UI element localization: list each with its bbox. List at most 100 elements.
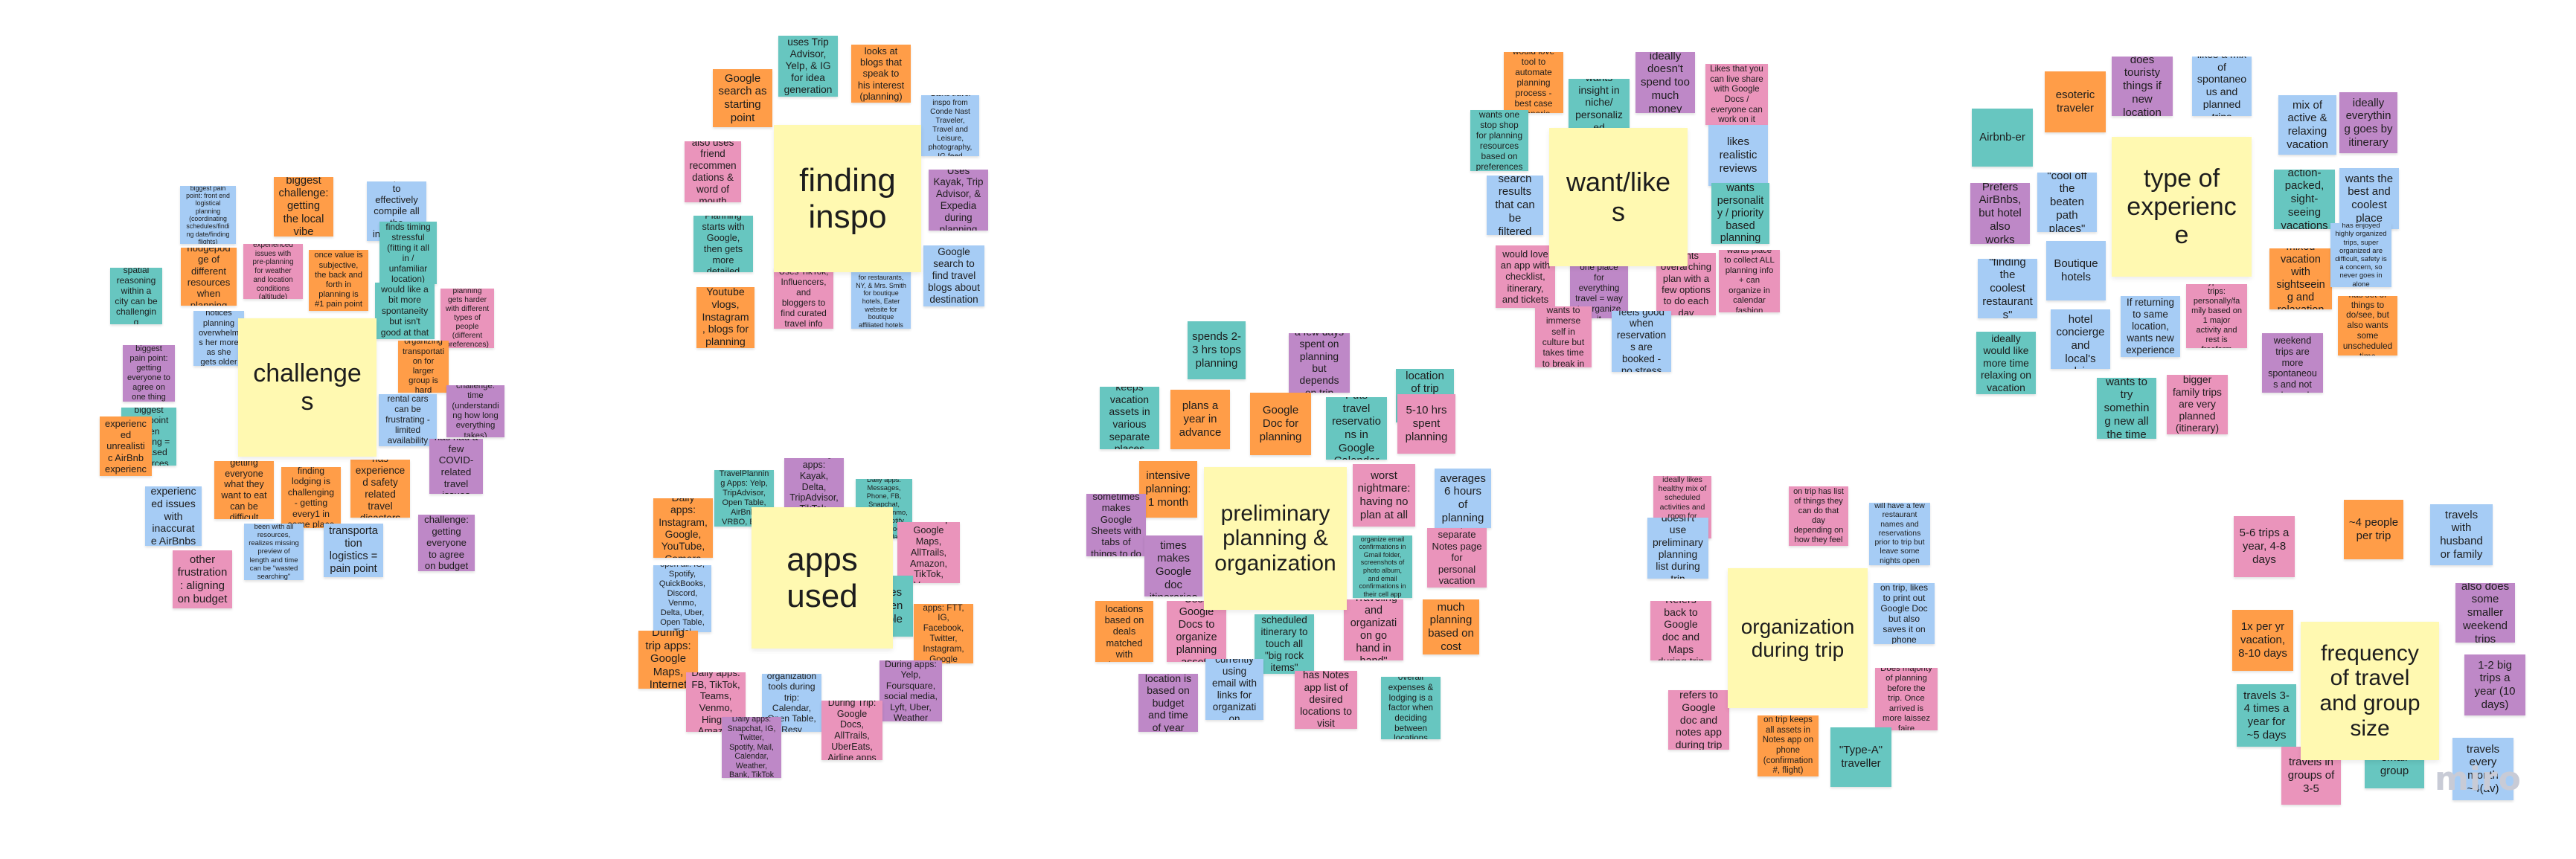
sticky-note[interactable]: notices planning overwhelms her more as … bbox=[193, 311, 244, 366]
sticky-note[interactable]: Planning starts with Google, then gets m… bbox=[693, 216, 753, 272]
sticky-note[interactable]: experienced issues with inaccurate AirBn… bbox=[145, 486, 202, 546]
sticky-note[interactable]: travels every month ~4(av) bbox=[2452, 738, 2513, 800]
sticky-note[interactable]: worst nightmare: having no plan at all bbox=[1353, 464, 1415, 527]
sticky-note[interactable]: Youtube vlogs, Instagram, blogs for plan… bbox=[696, 287, 754, 348]
sticky-note[interactable]: has set of things to do/see, but also wa… bbox=[2338, 296, 2397, 355]
sticky-note[interactable]: also uses friend recommendations & word … bbox=[685, 141, 741, 202]
sticky-note[interactable]: ~4 people per trip bbox=[2344, 500, 2403, 559]
sticky-note[interactable]: Boutique hotels bbox=[2046, 241, 2106, 300]
sticky-note[interactable]: travels with husband or family bbox=[2430, 504, 2493, 565]
sticky-note[interactable]: 5-6 trips a year, 4-8 days bbox=[2234, 516, 2295, 577]
sticky-note[interactable]: If returning to same location, wants new… bbox=[2121, 296, 2180, 357]
sticky-note[interactable]: rental cars can be frustrating - limited… bbox=[379, 394, 437, 446]
sticky-note[interactable]: uses sites like for restaurants, NY, & M… bbox=[851, 266, 911, 329]
sticky-note[interactable]: organize email confirmations in Gmail fo… bbox=[1353, 535, 1412, 598]
sticky-note[interactable]: likes a mix of spontaneous and planned t… bbox=[2192, 57, 2252, 116]
sticky-note[interactable]: Gains travel inspo from Conde Nast Trave… bbox=[921, 95, 979, 156]
sticky-note[interactable]: bigger family trips are very planned (it… bbox=[2167, 375, 2228, 434]
sticky-note[interactable]: has experienced safety related travel di… bbox=[350, 460, 410, 518]
sticky-note[interactable]: overall expenses & lodging is a factor w… bbox=[1381, 677, 1441, 739]
sticky-note[interactable]: finding lodging is challenging - getting… bbox=[281, 467, 341, 528]
sticky-note[interactable]: wants to immerse self in culture but tak… bbox=[1535, 306, 1592, 367]
sticky-note[interactable]: would love tool to automate planning pro… bbox=[1504, 52, 1563, 113]
sticky-note[interactable]: a few days spent on planning but depends… bbox=[1289, 333, 1350, 393]
sticky-note[interactable]: plans a year in advance bbox=[1170, 390, 1230, 449]
sticky-note[interactable]: location is based on budget and time of … bbox=[1138, 674, 1198, 732]
sticky-note[interactable]: Uses Google Docs to organize planning as… bbox=[1167, 601, 1226, 662]
cluster-header-inspo[interactable]: finding inspo bbox=[774, 125, 921, 272]
sticky-note[interactable]: "Type-A" traveller bbox=[1830, 727, 1891, 787]
sticky-note[interactable]: on trip, likes to print out Google Doc b… bbox=[1874, 583, 1935, 644]
sticky-note[interactable]: been with all resources, realizes missin… bbox=[244, 524, 304, 580]
sticky-note[interactable]: Planning apps: Kayak, Delta, TripAdvisor… bbox=[784, 458, 844, 516]
sticky-note[interactable]: wants personality / priority based plann… bbox=[1711, 183, 1769, 244]
sticky-note[interactable]: Airbnb-er bbox=[1972, 109, 2033, 167]
sticky-note[interactable]: refers to Google doc and notes app durin… bbox=[1668, 690, 1729, 750]
sticky-note[interactable]: will have a few restaurant names and res… bbox=[1869, 503, 1930, 565]
sticky-note[interactable]: "cool off the beaten path places" bbox=[2037, 173, 2097, 232]
sticky-note[interactable]: once value is subjective, the back and f… bbox=[309, 250, 368, 311]
cluster-header-planning[interactable]: preliminary planning & organization bbox=[1204, 467, 1347, 610]
sticky-note[interactable]: biggest challenge: getting the local vib… bbox=[274, 177, 333, 237]
sticky-note[interactable]: getting everyone what they want to eat c… bbox=[214, 461, 274, 519]
sticky-note[interactable]: wants place to collect ALL planning info… bbox=[1719, 250, 1780, 312]
sticky-note[interactable]: travels 3-4 times a year for ~5 days bbox=[2237, 684, 2296, 747]
sticky-note[interactable]: 1-2 big trips a year (10 days) bbox=[2464, 654, 2525, 715]
sticky-note[interactable]: other frustration: aligning on budget bbox=[173, 550, 232, 608]
sticky-note[interactable]: Does majority of planning before the tri… bbox=[1875, 668, 1938, 730]
sticky-note[interactable]: finds timing stressful (fitting it all i… bbox=[379, 222, 437, 284]
sticky-note[interactable]: Daily apps: Snapchat, IG, Twitter, Spoti… bbox=[722, 717, 781, 778]
sticky-note[interactable]: scheduled itinerary to touch all "big ro… bbox=[1255, 614, 1314, 674]
sticky-note[interactable]: shorter weekend trips are more spontaneo… bbox=[2262, 333, 2323, 393]
sticky-note[interactable]: Daily apps: Instagram, Google, YouTube, … bbox=[653, 498, 713, 558]
cluster-header-frequency[interactable]: frequency of travel and group size bbox=[2301, 622, 2439, 760]
sticky-note[interactable]: decides locations based on deals matched… bbox=[1095, 601, 1153, 662]
sticky-note[interactable]: would love an app with checklist, itiner… bbox=[1496, 245, 1555, 308]
sticky-note[interactable]: mixed vacation with sightseeing and rela… bbox=[2269, 248, 2332, 309]
sticky-note[interactable]: ideally would like more time relaxing on… bbox=[1976, 332, 2036, 394]
sticky-note[interactable]: Uses TikTok, Influencers, and bloggers t… bbox=[774, 268, 833, 329]
sticky-note[interactable]: looks at blogs that speak to his interes… bbox=[851, 45, 911, 103]
sticky-note[interactable]: 2 types of trips: personally/family base… bbox=[2186, 284, 2247, 348]
sticky-note[interactable]: wants one stop shop for planning resourc… bbox=[1470, 110, 1528, 171]
sticky-note[interactable]: Prior to trip: Google Maps, AllTrails, A… bbox=[897, 522, 960, 583]
cluster-header-challenges[interactable]: challenges bbox=[238, 318, 377, 457]
sticky-note[interactable]: on trip has list of things they can do t… bbox=[1789, 486, 1848, 546]
sticky-note[interactable]: hodgepodge of different resources when p… bbox=[181, 248, 237, 306]
sticky-note[interactable]: Google search as starting point bbox=[713, 69, 772, 127]
sticky-note[interactable]: has had a few COVID-related travel issue… bbox=[429, 439, 483, 494]
sticky-note[interactable]: challenge: time (understanding how long … bbox=[446, 385, 504, 437]
sticky-note[interactable]: During Trip: Google Docs, AllTrails, Ube… bbox=[821, 701, 882, 760]
cluster-header-apps[interactable]: apps used bbox=[752, 507, 893, 649]
sticky-note[interactable]: much planning based on cost bbox=[1423, 599, 1479, 654]
sticky-note[interactable]: does touristy things if new location bbox=[2112, 57, 2173, 116]
sticky-note[interactable]: biggest pain point: getting everyone to … bbox=[123, 345, 175, 402]
sticky-note[interactable]: intensive planning: 1 month bbox=[1139, 461, 1197, 518]
sticky-note[interactable]: has experienced unrealistic AirBnb exper… bbox=[100, 416, 152, 476]
sticky-note[interactable]: ideally doesn't spend too much money bbox=[1635, 52, 1695, 113]
sticky-note[interactable]: also does some smaller weekend trips bbox=[2455, 583, 2515, 643]
sticky-note[interactable]: feels good when reservations are booked … bbox=[1612, 311, 1671, 372]
sticky-note[interactable]: biggest pain point: front end logistical… bbox=[180, 186, 236, 244]
sticky-note[interactable]: has enjoyed highly organized trips, supe… bbox=[2330, 223, 2391, 287]
sticky-note[interactable]: doesn't use preliminary planning list du… bbox=[1647, 518, 1708, 579]
sticky-note[interactable]: Likes that you can live share with Googl… bbox=[1705, 64, 1768, 125]
sticky-note[interactable]: "Traveling and organization go hand in h… bbox=[1344, 599, 1403, 660]
sticky-note[interactable]: sometimes makes Google Sheets with tabs … bbox=[1086, 494, 1146, 556]
sticky-note[interactable]: planning gets harder with different type… bbox=[440, 289, 494, 348]
sticky-note[interactable]: Google Doc for planning bbox=[1250, 393, 1311, 455]
sticky-note[interactable]: Uses Kayak, Trip Advisor, & Expedia duri… bbox=[929, 170, 988, 231]
sticky-note[interactable]: TravelPlanning Apps: Yelp, TripAdvisor, … bbox=[714, 470, 774, 527]
sticky-note[interactable]: likes realistic reviews bbox=[1708, 125, 1768, 186]
sticky-note[interactable]: 1x per yr vacation, 8-10 days bbox=[2232, 610, 2293, 671]
sticky-note[interactable]: 5-10 hrs spent planning bbox=[1397, 394, 1455, 454]
sticky-note[interactable]: experienced issues with pre-planning for… bbox=[243, 244, 303, 299]
sticky-note[interactable]: organization tools during trip: Calendar… bbox=[762, 674, 821, 732]
sticky-note[interactable]: Prefers AirBnbs, but hotel also works bbox=[1970, 183, 2030, 244]
sticky-note[interactable]: challenge: getting everyone to agree on … bbox=[418, 515, 475, 571]
sticky-note[interactable]: uses Trip Advisor, Yelp, & IG for idea g… bbox=[778, 36, 838, 97]
sticky-note[interactable]: other times makes Google doc itineraries bbox=[1144, 535, 1202, 596]
sticky-note[interactable]: search results that can be filtered bbox=[1487, 176, 1543, 235]
sticky-note[interactable]: Google search to find travel blogs about… bbox=[923, 245, 984, 306]
